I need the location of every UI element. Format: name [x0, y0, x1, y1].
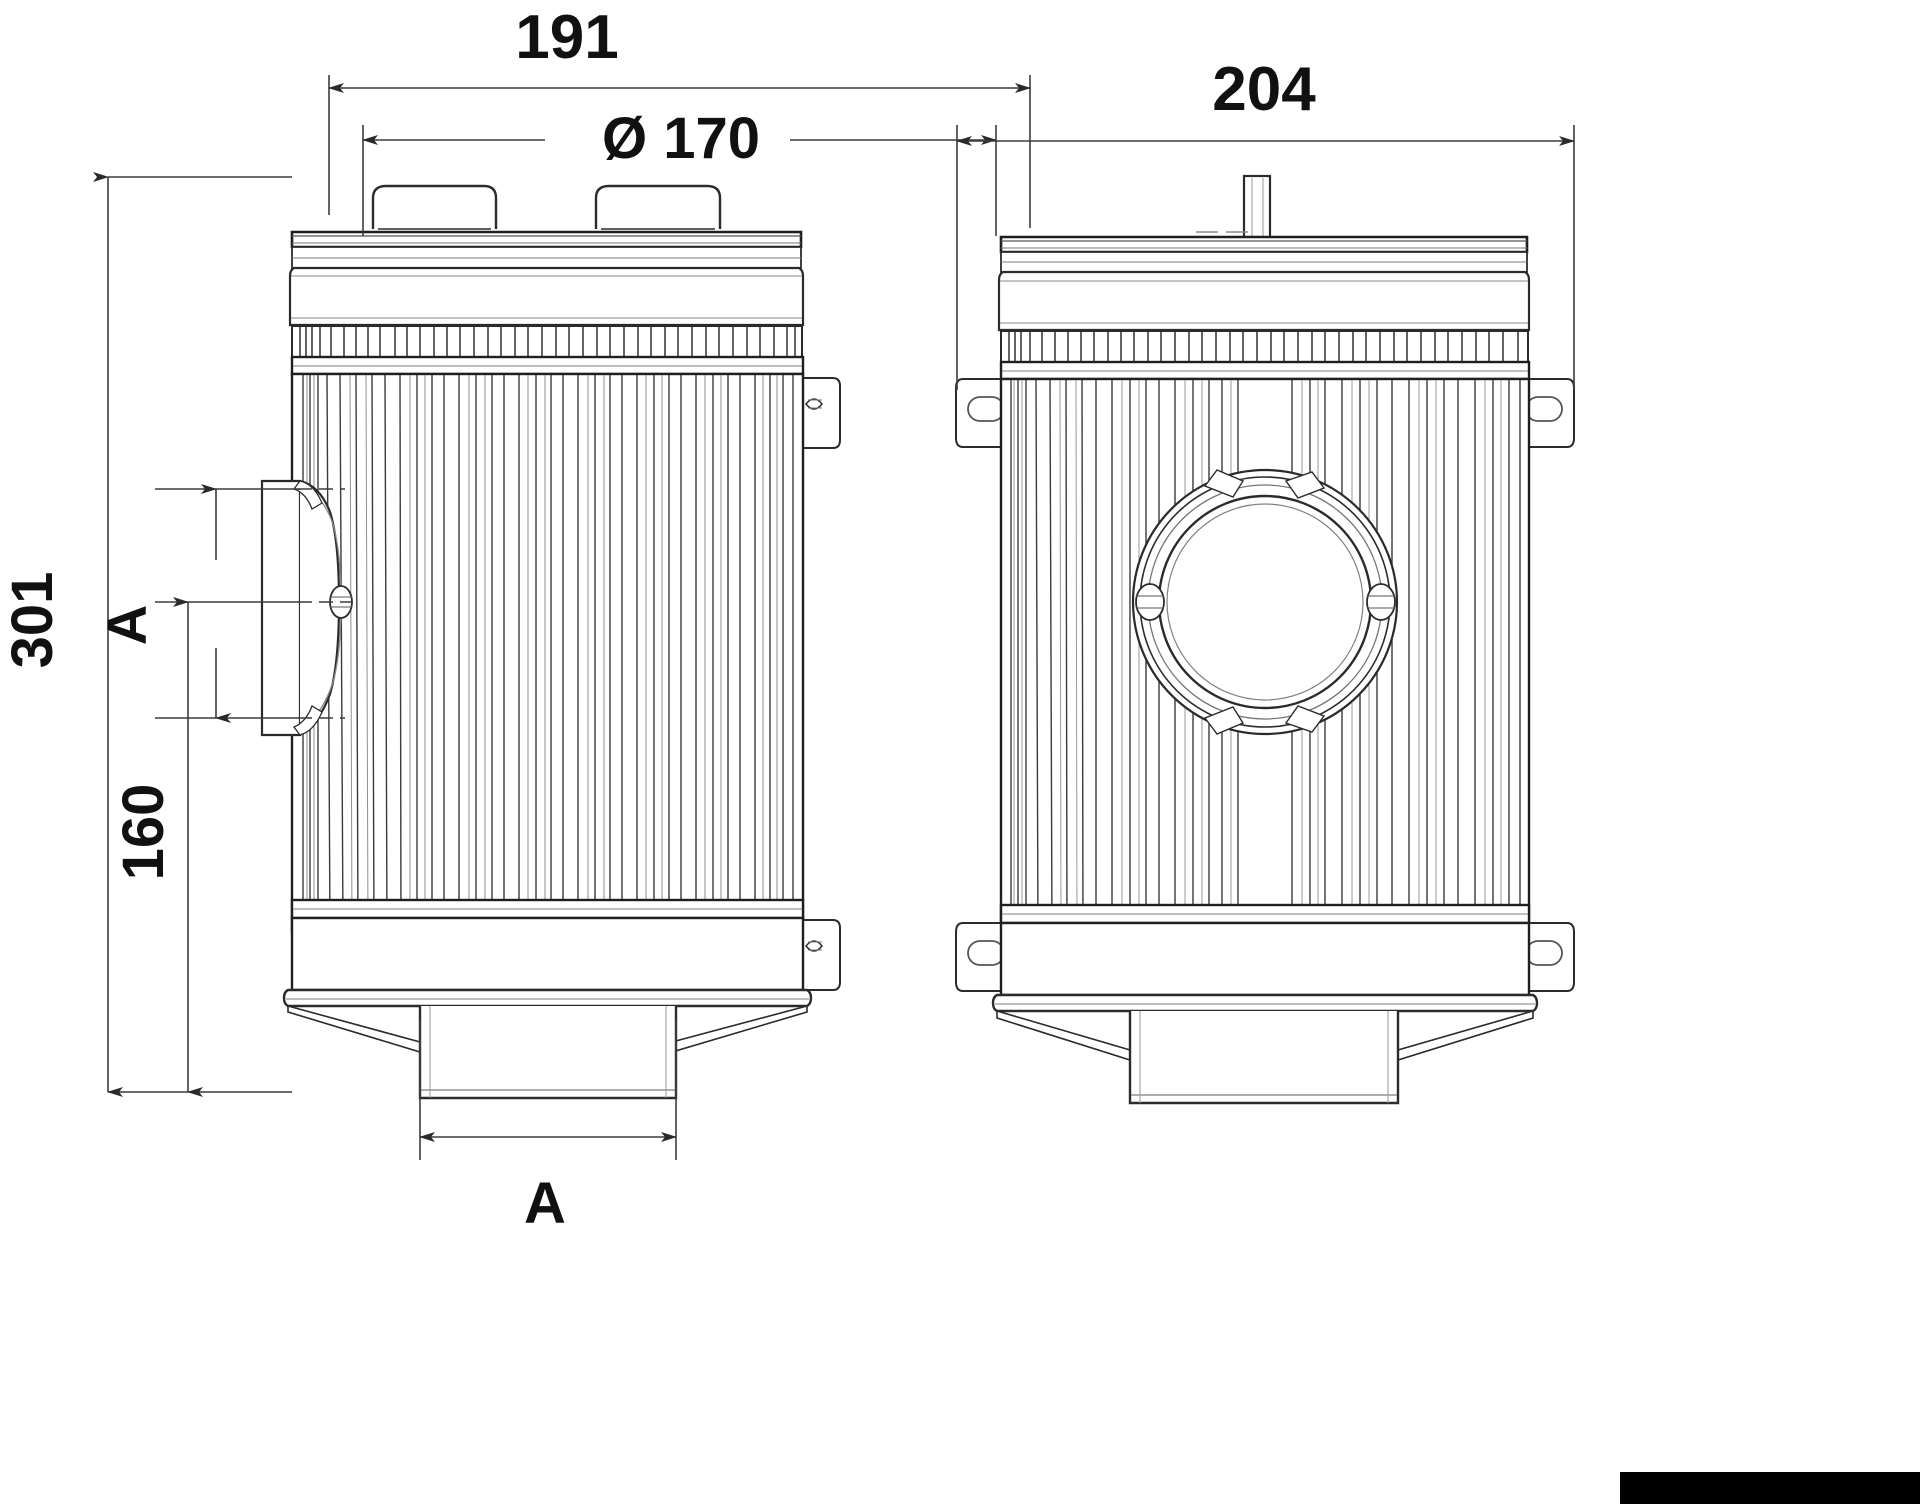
dim-204-group [956, 125, 1575, 390]
upper-flange-front [999, 360, 1531, 381]
lower-barrel [290, 916, 805, 992]
upper-flange [290, 355, 805, 376]
knurled-collar-front [1000, 330, 1529, 364]
dim-a-bottom-group [419, 1020, 677, 1160]
dim-label-160: 160 [111, 784, 176, 881]
dim-191-group [328, 75, 1031, 228]
lower-flange [290, 898, 805, 920]
lid-assembly [371, 184, 722, 230]
dim-label-301: 301 [0, 572, 65, 669]
lower-bracket-left [955, 922, 1017, 992]
dim-label-diameter-170: Ø 170 [602, 106, 760, 171]
left-side-view [260, 184, 841, 1100]
base-outlet-assembly [282, 988, 813, 1100]
knurled-collar [291, 325, 803, 359]
corner-marker-bar [1620, 1472, 1920, 1504]
dim-label-a-side: A [95, 605, 158, 645]
dim-label-204: 204 [1212, 55, 1316, 124]
strainer-body [290, 372, 805, 934]
lid-top-plate [290, 230, 803, 249]
circular-port [1131, 468, 1399, 736]
right-front-view [955, 174, 1575, 1105]
upper-mounting-bracket [802, 377, 841, 449]
vent-pipe [1242, 174, 1272, 242]
lower-barrel-front [999, 921, 1531, 997]
lid-skirt [288, 246, 805, 327]
base-outlet-front [991, 993, 1539, 1105]
dim-label-a-bottom: A [524, 1171, 566, 1236]
lower-mounting-bracket [802, 919, 841, 991]
dimension-labels: 191 Ø 170 301 A 160 A 204 [0, 3, 1316, 1236]
dimension-lines [93, 75, 1575, 1160]
lid-skirt-front [997, 251, 1531, 332]
lower-flange-front [999, 903, 1531, 925]
dim-label-191: 191 [515, 3, 618, 72]
